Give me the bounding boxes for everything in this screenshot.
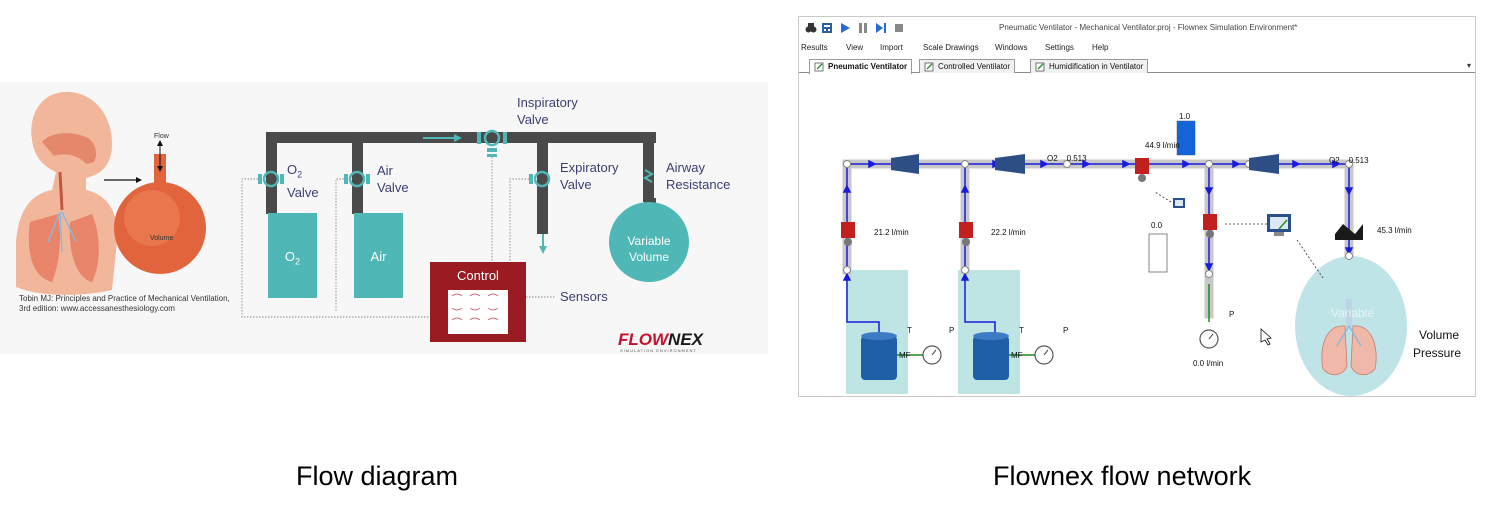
flownex-app-window: Pneumatic Ventilator - Mechanical Ventil… (798, 16, 1476, 397)
menu-import[interactable]: Import (880, 43, 903, 52)
pencil-icon (924, 62, 934, 72)
pencil-icon (1035, 62, 1045, 72)
air-gauge-icon (1009, 345, 1054, 365)
flow-network-diagram (841, 120, 1407, 396)
pipe-network (842, 159, 1354, 319)
window-title: Pneumatic Ventilator - Mechanical Ventil… (999, 23, 1298, 32)
air-flow-readout: 22.2 l/min (991, 228, 1026, 237)
expiratory-p-label: P (1229, 310, 1235, 319)
tab-dropdown-arrow[interactable]: ▾ (1466, 61, 1471, 70)
right-caption: Flownex flow network (993, 461, 1252, 491)
airway-resistance-symbol (642, 169, 655, 183)
air-tank-label: Air (370, 249, 387, 264)
o2-p-label: P (949, 326, 955, 335)
title-bar: Pneumatic Ventilator - Mechanical Ventil… (799, 17, 1475, 41)
mouse-cursor-icon (1260, 328, 1272, 346)
o2-tank-label: O2 (284, 249, 301, 267)
variable-volume-ellipse (609, 202, 689, 282)
inspiratory-flow-readout: 44.9 l/min (1145, 141, 1180, 150)
air-tank (354, 213, 403, 298)
expiratory-flow-readout: 0.0 l/min (1193, 359, 1224, 368)
o2-tank-icon[interactable] (861, 332, 897, 380)
step-icon[interactable] (875, 22, 887, 34)
citation-text: Tobin MJ: Principles and Practice of Mec… (19, 294, 230, 313)
volume-label: Volume (1419, 328, 1460, 342)
o2-gauge-icon (897, 345, 942, 365)
variable-watermark-label: Variable (1331, 306, 1375, 320)
stop-icon[interactable] (893, 22, 905, 34)
menu-view[interactable]: View (846, 43, 864, 52)
signal-lines (241, 157, 556, 318)
expiratory-gauge-icon (1199, 329, 1219, 349)
o2-label-a: O2 0.513 (1047, 154, 1087, 163)
tab-bar: Pneumatic Ventilator Controlled Ventilat… (799, 57, 1475, 74)
o2-tank (268, 213, 317, 298)
controller-monitor-icon[interactable] (1267, 214, 1291, 236)
outlet-flow-readout: 45.3 l/min (1377, 226, 1412, 235)
airway-resistance-element[interactable] (1335, 224, 1363, 240)
menu-windows[interactable]: Windows (995, 43, 1028, 52)
expiratory-valve-symbol (529, 170, 551, 188)
valve-elements[interactable] (841, 158, 1217, 246)
flow-diagram-illustration (16, 91, 689, 342)
volume-label: Volume (150, 235, 174, 242)
flownex-logo: FLOWNEX (618, 330, 704, 349)
human-silhouette (16, 91, 118, 295)
pressure-label: Pressure (1413, 346, 1462, 360)
o2-label-b: O2 0.513 (1329, 156, 1369, 165)
flow-network-canvas[interactable]: O2 0.513 O2 0.513 44.9 l/min 1.0 21.2 l/… (799, 74, 1475, 396)
control-label: Control (457, 268, 499, 283)
inspiratory-valve-symbol (477, 129, 507, 157)
air-mf-label: MF (1011, 351, 1023, 360)
air-p-label: P (1063, 326, 1069, 335)
pressure-gauge-readout: 0.0 (1151, 221, 1163, 230)
pause-icon[interactable] (857, 22, 869, 34)
control-signal-lines (1154, 191, 1324, 279)
pipe-restrictors[interactable] (891, 154, 1279, 174)
o2-t-label: T (907, 326, 912, 335)
o2-level-readout: 1.0 (1179, 112, 1191, 121)
left-caption: Flow diagram (296, 461, 459, 491)
tab-humidification-in-ventilator[interactable]: Humidification in Ventilator (1030, 59, 1149, 73)
control-screen (448, 290, 508, 334)
pencil-icon (814, 62, 824, 72)
tab-pneumatic-ventilator[interactable]: Pneumatic Ventilator (809, 59, 913, 74)
menu-settings[interactable]: Settings (1045, 43, 1074, 52)
menu-bar: Results View Import Scale Drawings Windo… (799, 42, 1475, 56)
o2-mf-label: MF (899, 351, 911, 360)
pressure-gauge-box (1148, 233, 1168, 273)
sensor-monitor-icon[interactable] (1173, 198, 1185, 208)
network-nodes[interactable] (843, 160, 1353, 278)
binoculars-icon[interactable] (805, 22, 817, 34)
play-icon[interactable] (839, 22, 851, 34)
calculator-icon[interactable] (821, 22, 833, 34)
sensors-label: Sensors (560, 289, 608, 304)
air-t-label: T (1019, 326, 1024, 335)
lungs-icon (1321, 299, 1377, 376)
o2-flow-readout: 21.2 l/min (874, 228, 909, 237)
o2-valve-symbol (258, 170, 284, 188)
air-tank-icon[interactable] (973, 332, 1009, 380)
tab-controlled-ventilator[interactable]: Controlled Ventilator (919, 59, 1016, 73)
flow-label: Flow (154, 133, 169, 140)
menu-results[interactable]: Results (801, 43, 828, 52)
menu-scale-drawings[interactable]: Scale Drawings (923, 43, 979, 52)
flownex-logo-subtitle: SIMULATION ENVIRONMENT (620, 348, 697, 353)
flow-arrows (842, 159, 1354, 336)
menu-help[interactable]: Help (1092, 43, 1109, 52)
o2-level-bar-fill (1177, 121, 1195, 155)
air-valve-symbol (344, 170, 370, 188)
